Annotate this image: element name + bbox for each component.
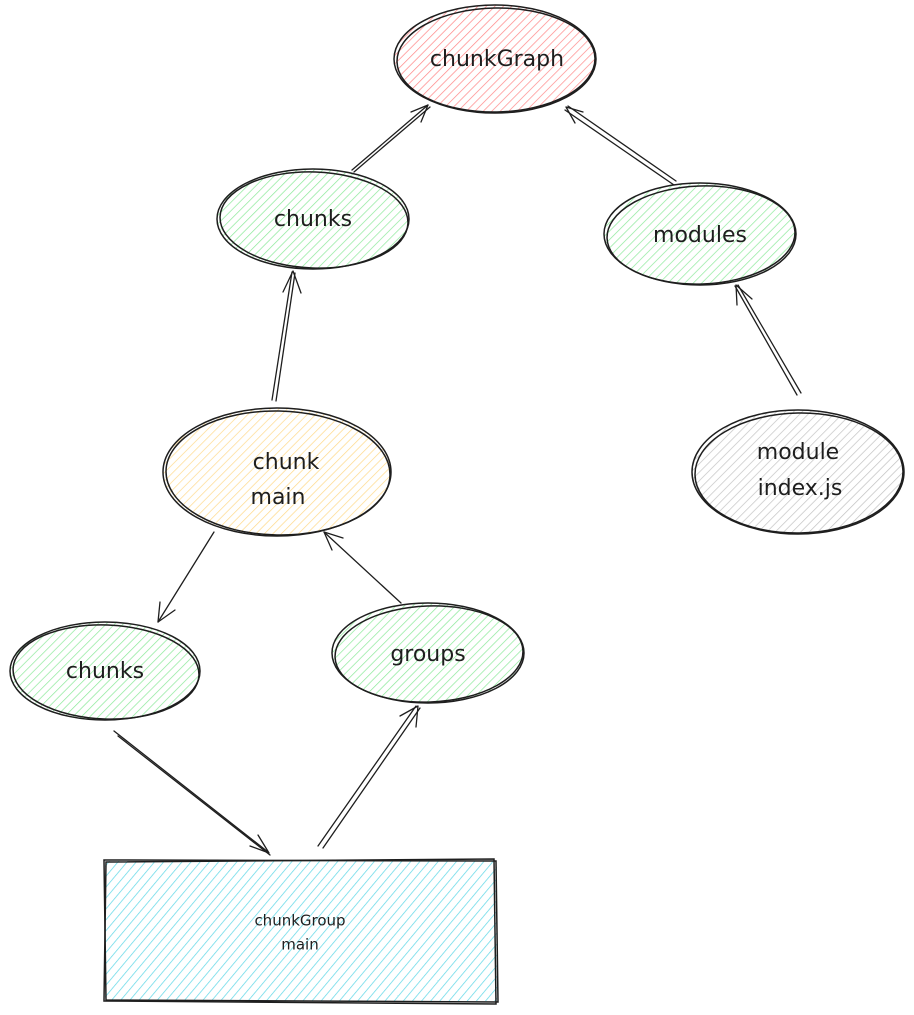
edge-groups-to-chunk-main <box>323 531 402 604</box>
edge-chunkgroup-to-groups <box>317 705 421 849</box>
edge-chunks-bottom-to-chunkgroup <box>113 730 271 856</box>
node-chunkgroup-main: chunkGroup main <box>103 858 499 1005</box>
node-chunkgroup-line2: main <box>281 936 318 954</box>
edge-chunk-main-to-chunks-top <box>271 270 302 402</box>
node-chunks-top-label: chunks <box>274 207 352 232</box>
node-chunk-main-line2: main <box>251 485 306 510</box>
node-module-index: module index.js <box>691 409 905 535</box>
node-groups: groups <box>331 602 525 704</box>
node-module-index-line1: module <box>757 440 839 465</box>
edge-chunk-main-to-chunks-bottom <box>157 531 215 623</box>
edge-module-index-to-modules <box>734 284 802 396</box>
node-chunks-bottom: chunks <box>9 621 201 721</box>
edge-modules-to-chunkgraph <box>564 105 677 186</box>
node-chunkgroup-line1: chunkGroup <box>254 912 345 930</box>
edge-chunks-to-chunkgraph <box>351 104 431 173</box>
node-chunks-top: chunks <box>216 168 410 270</box>
node-groups-label: groups <box>390 642 465 667</box>
node-modules-label: modules <box>653 223 747 248</box>
node-chunk-main: chunk main <box>162 407 392 537</box>
node-chunks-bottom-label: chunks <box>66 659 144 684</box>
node-module-index-line2: index.js <box>758 476 843 501</box>
node-chunkgraph-label: chunkGraph <box>430 47 564 72</box>
node-chunk-main-line1: chunk <box>253 450 320 475</box>
node-chunkgraph: chunkGraph <box>393 4 597 114</box>
node-modules: modules <box>603 182 797 286</box>
